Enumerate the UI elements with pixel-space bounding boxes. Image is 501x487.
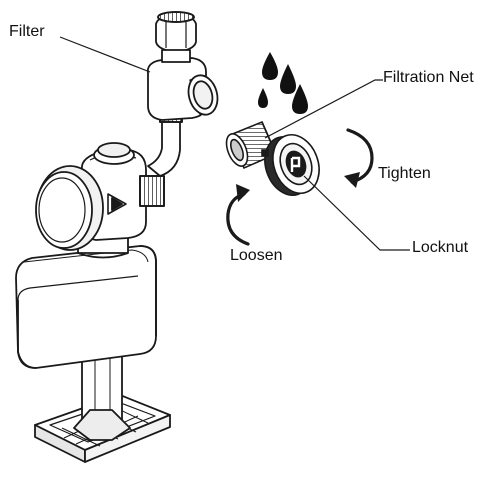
tighten-label: Tighten: [378, 166, 431, 182]
filter-label: Filter: [9, 24, 45, 40]
tighten-arrow-icon: [344, 130, 372, 188]
filter-t-fitting: [148, 12, 222, 120]
gauge-dial: [36, 166, 103, 250]
valve-body: [16, 12, 222, 462]
loosen-label: Loosen: [230, 248, 283, 264]
locknut-label: Locknut: [412, 240, 468, 256]
filter-leader: [60, 37, 150, 72]
control-box: [16, 246, 156, 368]
water-drop-icon: [258, 52, 308, 114]
side-connector: [140, 176, 164, 206]
stem-column: [74, 350, 130, 440]
locknut-leader: [304, 176, 410, 250]
loosen-arrow-icon: [228, 184, 250, 244]
filtration-net-label: Filtration Net: [383, 70, 474, 86]
